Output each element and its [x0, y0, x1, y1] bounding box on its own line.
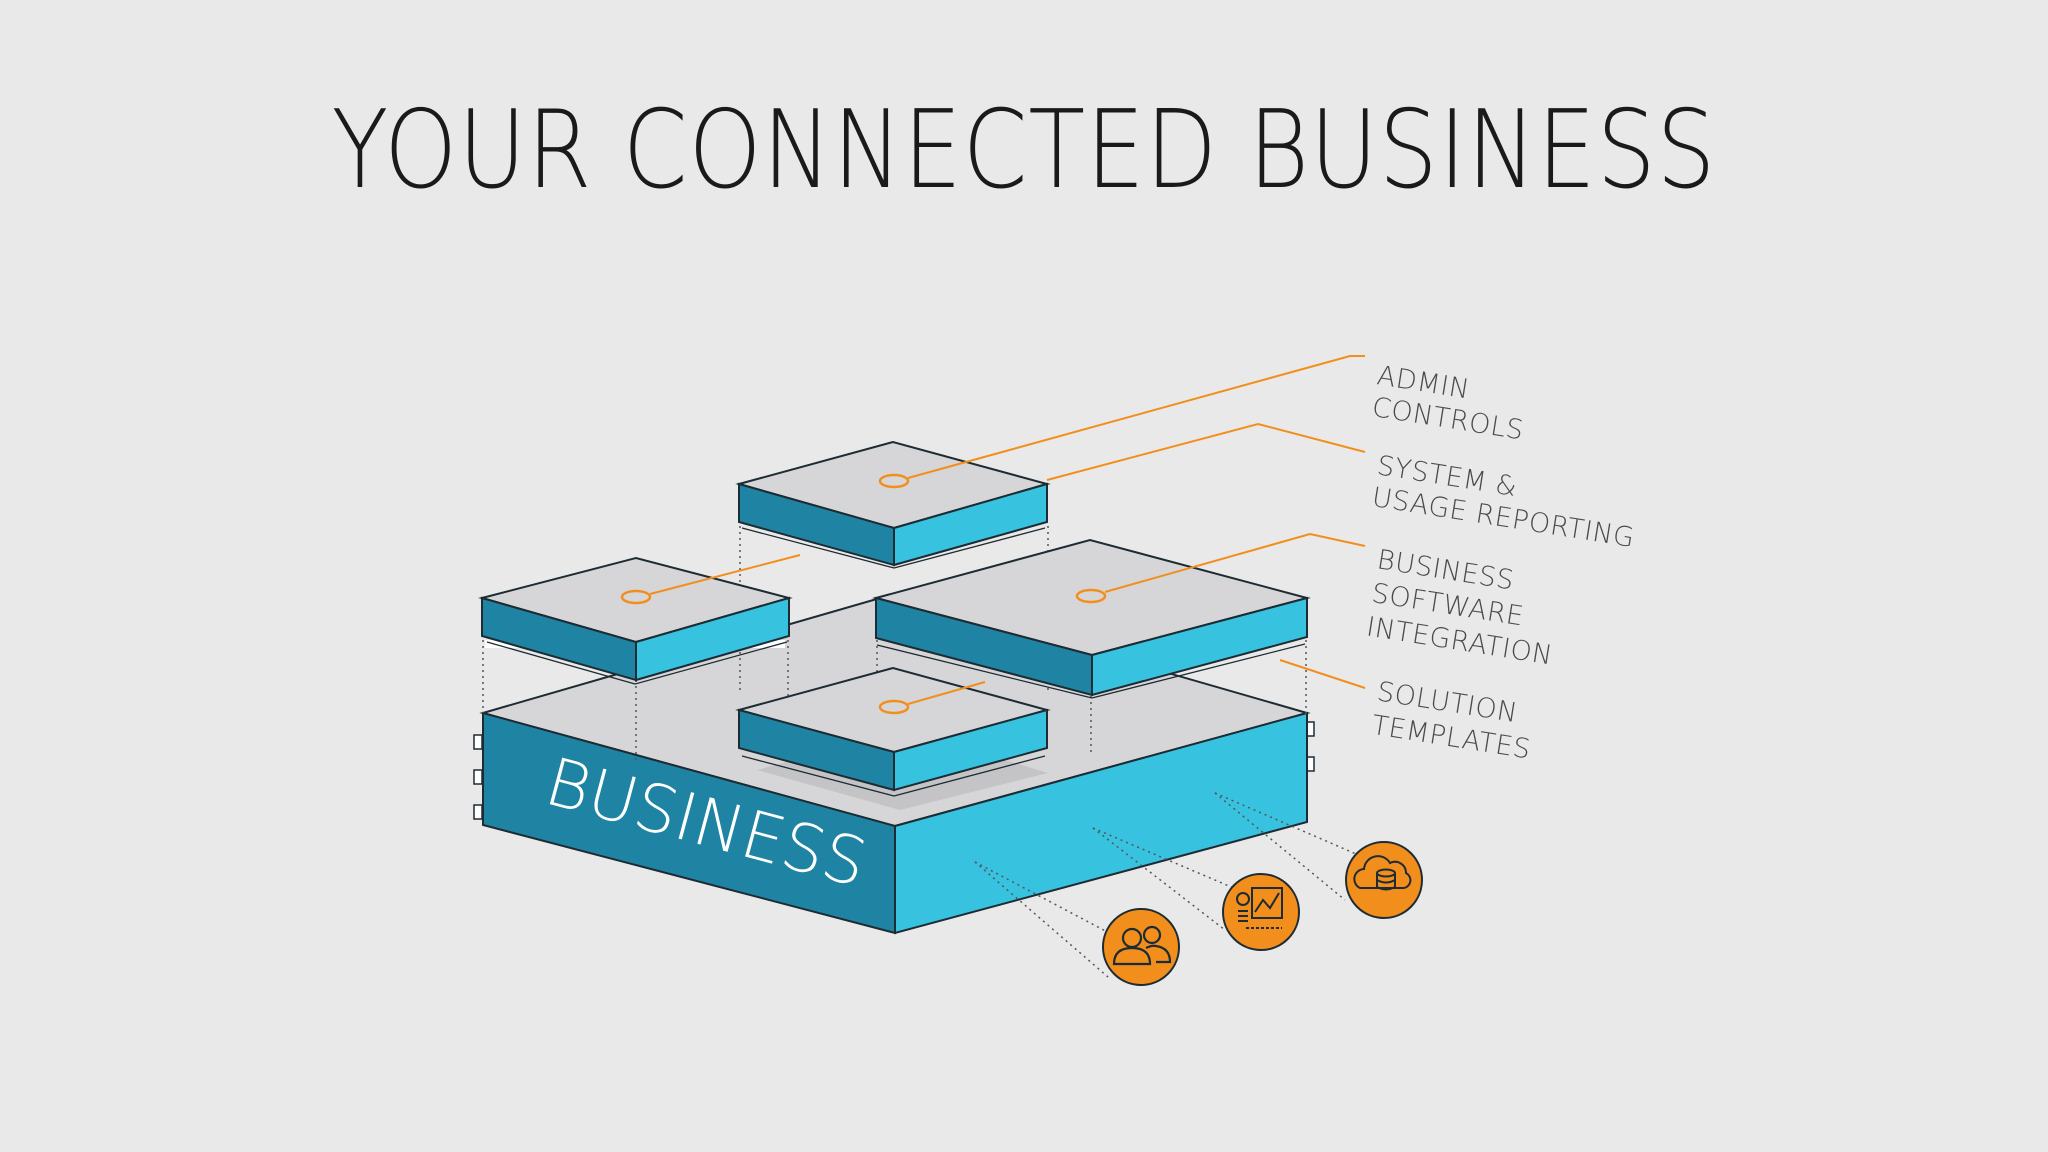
callout-system-usage-reporting: SYSTEM & USAGE REPORTING [1370, 450, 1642, 554]
callout-business-software-integration: BUSINESS SOFTWARE INTEGRATION [1364, 544, 1565, 671]
tile-system-usage-reporting [735, 440, 1051, 569]
tile-admin-controls [478, 556, 793, 685]
analytics-chart-icon [1222, 873, 1300, 951]
callout-labels: ADMIN CONTROLS SYSTEM & USAGE REPORTING … [1364, 360, 1642, 765]
callout-leaders [649, 355, 1366, 705]
callout-admin-controls: ADMIN CONTROLS [1370, 360, 1531, 446]
page-title: YOUR CONNECTED BUSINESS [331, 88, 1717, 213]
callout-solution-templates: SOLUTION TEMPLATES [1370, 676, 1539, 765]
dotted-guides [482, 526, 1371, 978]
users-icon [1102, 908, 1180, 986]
tile-solution-templates [735, 666, 1051, 797]
platform-right-face [894, 711, 1308, 935]
cloud-database-icon [1345, 841, 1423, 919]
tile-business-software-integration [872, 538, 1311, 699]
